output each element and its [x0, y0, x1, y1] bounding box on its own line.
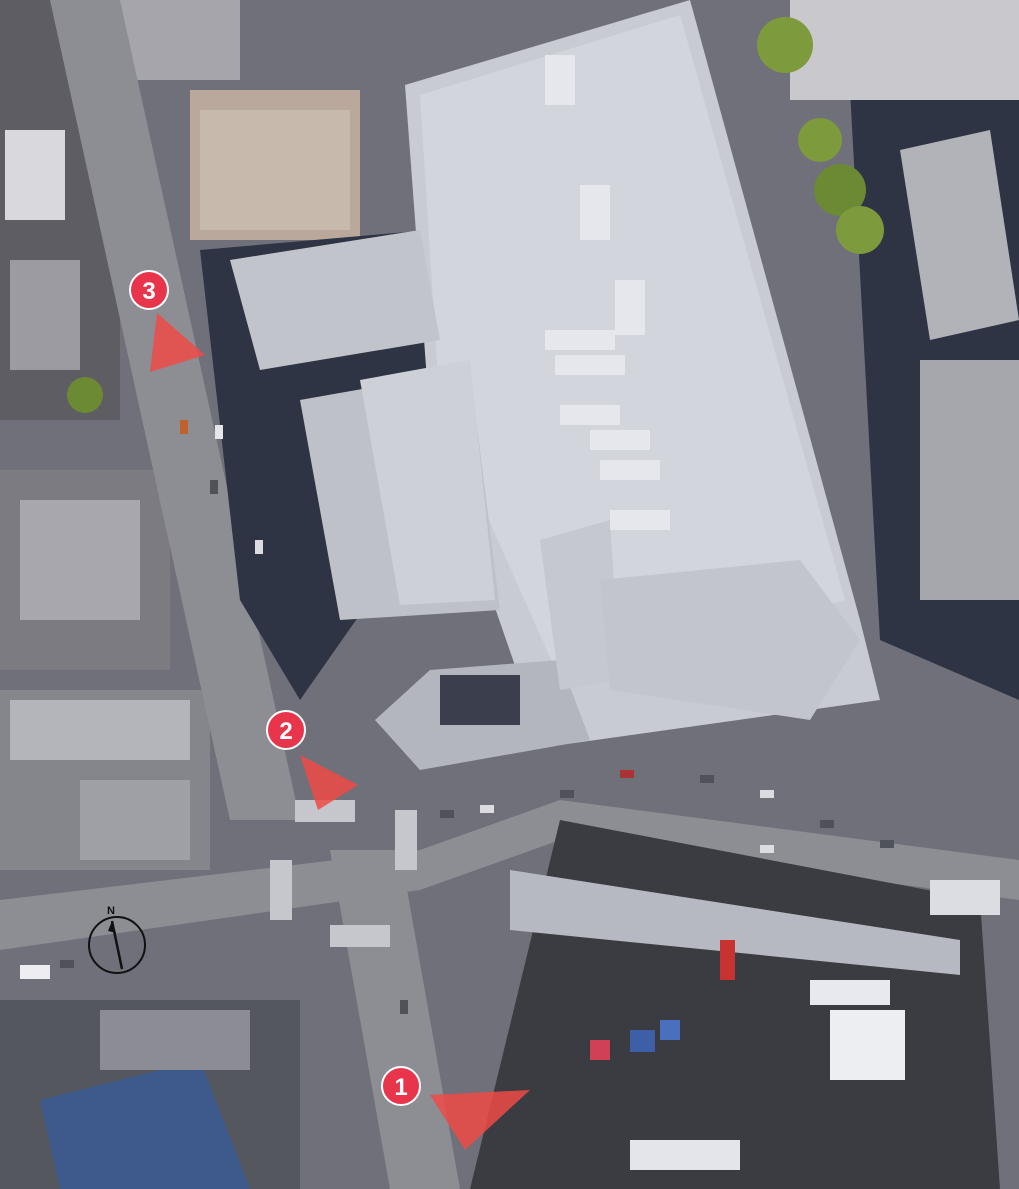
- south-east-plaza: [510, 870, 1000, 1170]
- view-cone-3: [150, 313, 205, 372]
- north-east-blocks: [67, 0, 1019, 600]
- north-west-blocks: [110, 0, 360, 240]
- view-cone-2: [300, 755, 358, 810]
- marker-2[interactable]: 2: [266, 710, 306, 750]
- marker-3[interactable]: 3: [129, 270, 169, 310]
- parked-cars: [20, 420, 894, 1014]
- marker-3-label: 3: [142, 278, 155, 305]
- camera-viewpoint-icon: [266, 710, 306, 750]
- view-cone-1: [430, 1090, 530, 1150]
- marker-2-label: 2: [279, 718, 292, 745]
- marker-1[interactable]: 1: [381, 1066, 421, 1106]
- marker-1-label: 1: [394, 1074, 407, 1101]
- camera-viewpoint-icon: [381, 1066, 421, 1106]
- main-building: [230, 0, 880, 770]
- camera-viewpoint-icon: [129, 270, 169, 310]
- compass-label: N: [107, 905, 115, 917]
- compass-north-icon: N: [88, 905, 146, 974]
